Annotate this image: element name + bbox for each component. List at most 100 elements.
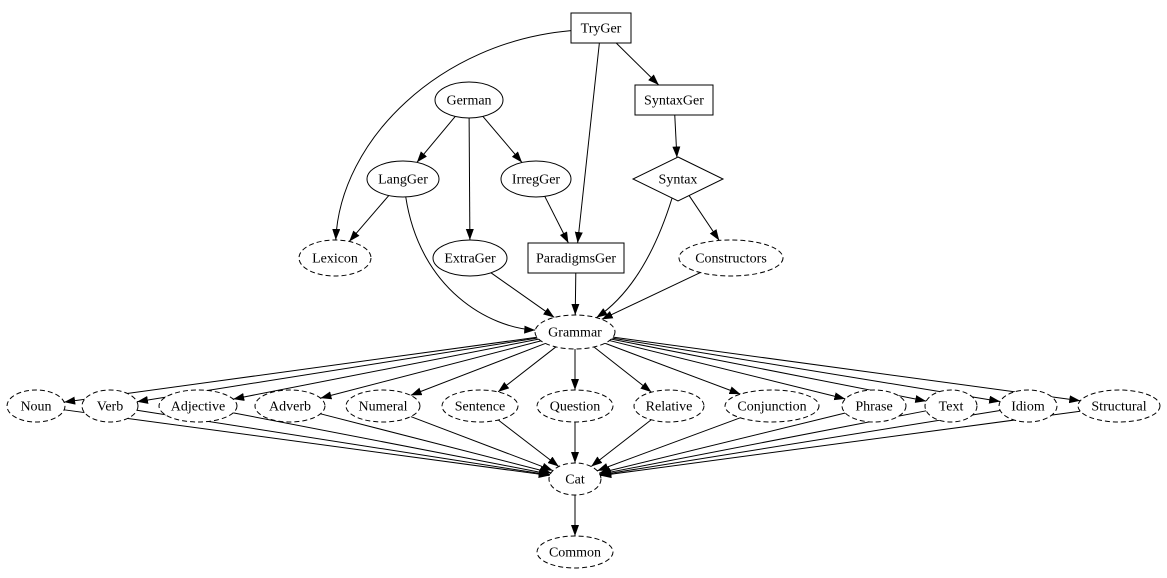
node-question-shape	[536, 389, 614, 423]
node-sentence-shape	[441, 389, 519, 423]
edge-grammar-adverb	[320, 340, 541, 400]
node-text-label: Text	[939, 400, 964, 415]
edge-adverb-cat	[320, 413, 552, 474]
edge-tryger-lexicon	[332, 30, 572, 241]
node-adjective-label: Adjective	[171, 400, 225, 415]
edge-phrase-cat	[599, 412, 846, 475]
node-syntax: Syntax	[631, 156, 725, 202]
edge-tryger-paradigmsger	[574, 42, 600, 244]
edge-langger-lexicon	[348, 195, 390, 242]
node-verb: Verb	[81, 389, 139, 423]
edge-conjunction-cat	[597, 417, 741, 472]
node-idiom-label: Idiom	[1011, 400, 1045, 415]
node-german-label: German	[446, 94, 491, 109]
node-grammar: Grammar	[534, 314, 616, 350]
edge-relative-cat	[590, 419, 652, 467]
edge-tryger-syntaxger	[615, 42, 660, 86]
node-structural-shape	[1077, 389, 1161, 423]
edge-syntax-grammar	[596, 197, 673, 319]
edge-langger-grammar	[405, 196, 536, 334]
edge-noun-cat	[64, 409, 550, 479]
edge-grammar-noun	[64, 336, 538, 405]
edge-syntax-constructors	[688, 195, 720, 241]
node-question: Question	[536, 389, 614, 423]
edge-idiom-cat	[600, 409, 1001, 478]
node-structural: Structural	[1077, 389, 1161, 423]
node-conjunction-label: Conjunction	[737, 400, 806, 415]
node-phrase-label: Phrase	[855, 400, 892, 415]
node-paradigmsger: ParadigmsGer	[527, 242, 625, 274]
node-german-shape	[434, 81, 504, 119]
node-verb-shape	[81, 389, 139, 423]
edge-numeral-cat	[410, 416, 554, 472]
edge-grammar-conjunction	[604, 342, 741, 395]
node-relative-label: Relative	[646, 400, 693, 415]
node-common: Common	[536, 535, 614, 569]
edge-grammar-sentence	[497, 346, 557, 393]
edge-grammar-structural	[613, 336, 1081, 404]
node-lexicon-label: Lexicon	[312, 252, 358, 267]
node-numeral-shape	[345, 389, 421, 423]
edge-german-langger	[416, 116, 456, 163]
node-cat: Cat	[548, 462, 602, 496]
edge-extrager-grammar	[490, 272, 555, 318]
node-paradigmsger-label: ParadigmsGer	[536, 252, 616, 267]
node-cat-shape	[548, 462, 602, 496]
edge-adjective-cat	[233, 412, 551, 477]
node-irregger: IrregGer	[500, 160, 572, 198]
node-tryger: TryGer	[570, 12, 632, 44]
node-german: German	[434, 81, 504, 119]
node-common-shape	[536, 535, 614, 569]
node-numeral-label: Numeral	[359, 400, 408, 415]
node-text-shape	[924, 389, 978, 423]
node-syntax-label: Syntax	[659, 173, 698, 188]
node-syntax-shape	[631, 156, 725, 202]
node-conjunction-shape	[724, 389, 820, 423]
node-adverb: Adverb	[254, 389, 326, 423]
node-text: Text	[924, 389, 978, 423]
node-constructors-label: Constructors	[695, 252, 767, 267]
node-adverb-shape	[254, 389, 326, 423]
node-adjective: Adjective	[158, 389, 238, 423]
node-syntaxger-label: SyntaxGer	[644, 94, 704, 109]
node-relative: Relative	[633, 389, 705, 423]
node-sentence: Sentence	[441, 389, 519, 423]
node-tryger-label: TryGer	[581, 22, 622, 37]
node-constructors-shape	[678, 239, 784, 277]
edge-structural-cat	[600, 410, 1081, 479]
node-structural-label: Structural	[1091, 400, 1146, 415]
node-syntaxger: SyntaxGer	[634, 84, 714, 116]
node-irregger-shape	[500, 160, 572, 198]
node-syntaxger-shape	[634, 84, 714, 116]
edge-grammar-phrase	[609, 340, 846, 401]
edge-constructors-grammar	[601, 272, 701, 320]
node-noun: Noun	[6, 389, 66, 423]
edge-german-extrager	[465, 117, 474, 241]
node-noun-shape	[6, 389, 66, 423]
node-adverb-label: Adverb	[269, 400, 311, 415]
edge-grammar-numeral	[410, 342, 546, 396]
edge-grammar-adjective	[233, 338, 539, 401]
node-idiom-shape	[998, 389, 1058, 423]
node-lexicon-shape	[298, 239, 372, 277]
node-question-label: Question	[550, 400, 601, 415]
node-idiom: Idiom	[998, 389, 1058, 423]
node-extrager-label: ExtraGer	[444, 252, 496, 267]
node-langger-label: LangGer	[378, 173, 428, 188]
node-extrager: ExtraGer	[432, 239, 508, 277]
edge-grammar-relative	[593, 346, 652, 393]
node-verb-label: Verb	[97, 400, 123, 415]
node-adjective-shape	[158, 389, 238, 423]
node-common-label: Common	[549, 546, 601, 561]
edge-irregger-paradigmsger	[544, 196, 569, 244]
node-paradigmsger-shape	[527, 242, 625, 274]
node-noun-label: Noun	[20, 400, 51, 415]
node-langger-shape	[366, 160, 440, 198]
node-irregger-label: IrregGer	[512, 173, 561, 188]
node-extrager-shape	[432, 239, 508, 277]
node-constructors: Constructors	[678, 239, 784, 277]
node-grammar-label: Grammar	[548, 326, 602, 341]
node-relative-shape	[633, 389, 705, 423]
